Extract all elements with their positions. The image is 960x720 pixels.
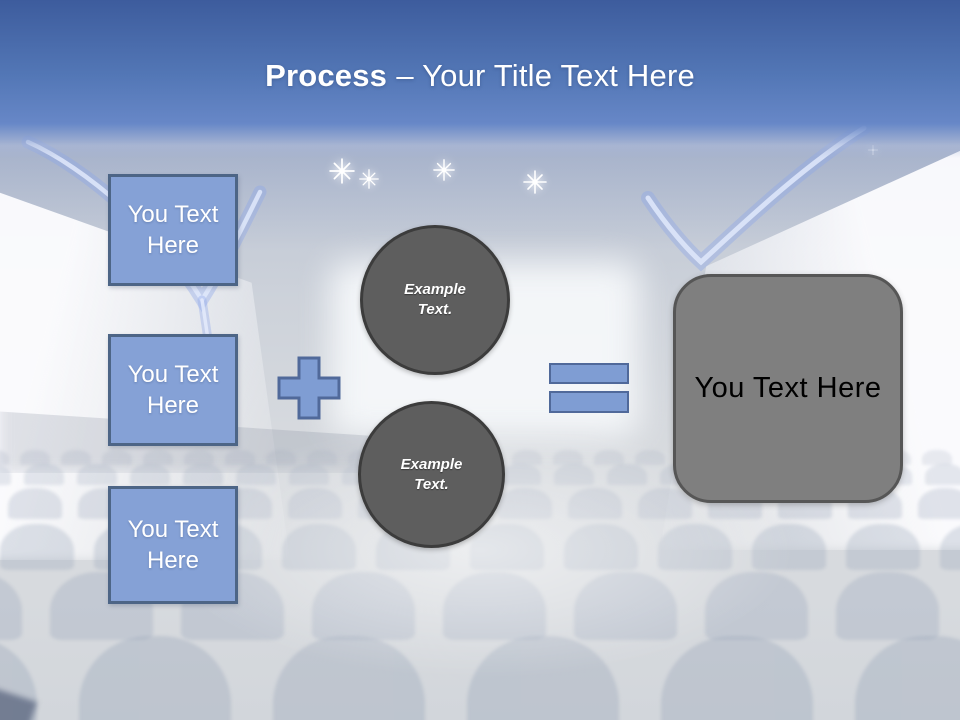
example-circle-1[interactable]: Example Text. — [360, 225, 510, 375]
light-sparkle-icon — [359, 169, 379, 189]
result-box[interactable]: You Text Here — [673, 274, 903, 503]
example-circle-label: Example Text. — [404, 281, 466, 318]
slide-title[interactable]: Process– Your Title Text Here — [0, 58, 960, 94]
example-circle-label: Example Text. — [400, 455, 463, 493]
example-circle-2[interactable]: Example Text. — [358, 401, 505, 548]
process-box-label: You Text Here — [127, 516, 219, 574]
light-sparkle-icon — [523, 170, 547, 194]
title-keyword: Process — [265, 58, 388, 93]
process-box-2[interactable]: You Text Here — [108, 334, 238, 446]
plus-icon[interactable] — [276, 355, 342, 421]
equals-icon[interactable] — [549, 363, 629, 413]
light-sparkle-icon — [329, 158, 355, 184]
process-box-3[interactable]: You Text Here — [108, 486, 238, 604]
title-subtitle: – Your Title Text Here — [396, 58, 695, 93]
process-box-1[interactable]: You Text Here — [108, 174, 238, 286]
title-band — [0, 0, 960, 158]
equals-bar-top — [549, 363, 629, 384]
process-box-label: You Text Here — [127, 361, 219, 419]
light-sparkle-icon — [433, 159, 455, 181]
process-box-label: You Text Here — [127, 201, 219, 259]
equals-bar-bottom — [549, 391, 629, 413]
result-box-label: You Text Here — [694, 372, 882, 404]
